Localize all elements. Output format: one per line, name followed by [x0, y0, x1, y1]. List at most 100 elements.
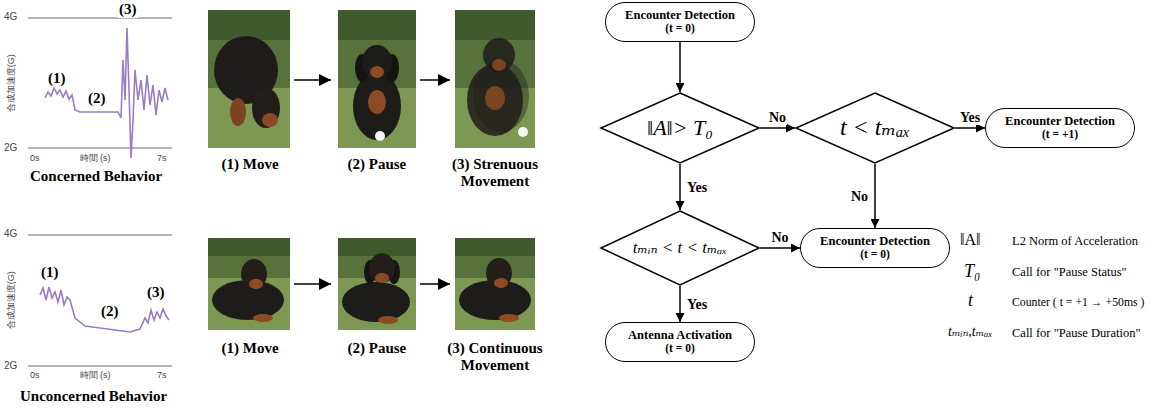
dog-muzzle [492, 59, 506, 71]
panel-title: Unconcerned Behavior [20, 388, 167, 405]
photo-ground [208, 238, 290, 330]
dog-photo [455, 10, 535, 148]
photo-caption: (1) Move [222, 156, 279, 173]
dog-photo [208, 238, 290, 330]
edge-label: Yes [686, 180, 708, 195]
dog-muzzle [494, 278, 508, 288]
grid-line [28, 234, 172, 236]
photo-ground [455, 238, 535, 330]
axis-title: 合成加速度(G) [6, 271, 16, 329]
ball [375, 131, 385, 141]
callout-number: (1) [48, 70, 66, 87]
callout-number: (1) [41, 264, 59, 281]
photo-caption: (3) Strenuous Movement [436, 156, 554, 191]
grid-line [28, 365, 172, 367]
node-title: t < tₘₐₓ [840, 114, 910, 142]
axis-title: 時間 (s) [80, 153, 111, 163]
photo-hedge [208, 10, 290, 40]
axis-label: 4G [4, 11, 17, 23]
dog-photo [338, 238, 416, 330]
dog-head [369, 253, 395, 283]
photo-hedge [338, 10, 416, 40]
axis-label: 0s [30, 370, 40, 380]
flow-arrow [874, 164, 876, 228]
grid-line [28, 147, 172, 149]
node-title: Encounter Detection [625, 8, 735, 22]
node-title: Encounter Detection [820, 234, 930, 248]
callout-number: (2) [101, 303, 119, 320]
dog-head [241, 259, 267, 289]
dog-paws [253, 314, 273, 322]
dog-paws [499, 314, 519, 322]
dog-head [486, 258, 512, 288]
diamond-shape [601, 93, 759, 163]
decision-diamond: ‖A‖> T₀ [600, 92, 760, 164]
grid-line [28, 17, 172, 19]
dog-body [342, 282, 410, 322]
photo-ground [208, 10, 290, 148]
flow-arrow [955, 127, 985, 129]
decision-diamond: tₘᵢₙ < t < tₘₐₓ [600, 210, 760, 286]
axis-label: 7s [157, 153, 167, 163]
edge-label: Yes [686, 297, 708, 312]
photo-grass [338, 278, 416, 330]
axis-title: 時間 (s) [80, 370, 111, 380]
edge-label: Yes [959, 110, 981, 125]
dog-head [362, 45, 392, 79]
photo-hedge [455, 10, 535, 40]
photo-ground [455, 10, 535, 148]
node-subtext: (t = 0) [625, 23, 735, 36]
axis-label: 7s [157, 370, 167, 380]
definition-text: L2 Norm of Acceleration [1012, 234, 1138, 248]
dog-photo [338, 10, 416, 148]
dog-muzzle [370, 66, 384, 78]
terminal-box: Encounter Detection(t = 0) [605, 2, 755, 42]
sequence-arrow [294, 79, 331, 81]
dog-muzzle [262, 113, 278, 127]
definition-text: Call for "Pause Duration" [1012, 326, 1141, 340]
definition-text: Call for "Pause Status" [1012, 265, 1127, 279]
dog-body [467, 64, 523, 136]
sequence-arrow [420, 79, 450, 81]
callout-number: (3) [118, 1, 138, 18]
flow-arrow [679, 164, 681, 210]
dog-chest [485, 86, 505, 110]
photo-caption: (3) Continuous Movement [436, 340, 554, 375]
node-subtext: (t = 0) [628, 343, 732, 356]
node-subtext: (t = +1) [1005, 129, 1115, 142]
edge-label: No [771, 230, 790, 245]
symbol: T₀ [964, 261, 980, 282]
flow-arrow [679, 286, 681, 322]
photo-caption: (2) Pause [348, 340, 407, 357]
axis-label: 2G [4, 142, 17, 154]
axis-title: 合成加速度(G) [6, 54, 16, 112]
panel-title: Concerned Behavior [30, 168, 162, 185]
symbol: ‖A‖ [960, 231, 981, 249]
node-title: tₘᵢₙ < t < tₘₐₓ [633, 238, 727, 258]
terminal-box: Encounter Detection(t = 0) [800, 228, 950, 268]
flow-arrow [679, 42, 681, 92]
axis-label: 4G [4, 228, 17, 240]
sequence-arrow [294, 283, 331, 285]
edge-label: No [768, 110, 787, 125]
node-subtext: (t = 0) [820, 249, 930, 262]
edge-label: No [850, 189, 869, 204]
dog-leg [230, 98, 246, 126]
node-title: Antenna Activation [628, 328, 732, 342]
photo-hedge [455, 238, 535, 256]
photo-caption: (2) Pause [348, 156, 407, 173]
dog-head [252, 88, 280, 128]
dog-paws [378, 316, 398, 324]
symbol: t [968, 290, 973, 311]
diamond-shape [796, 93, 954, 163]
diamond-shape [601, 211, 759, 285]
sequence-arrow [420, 283, 450, 285]
axis-label: 0s [30, 153, 40, 163]
dog-muzzle [375, 273, 389, 283]
dog-head [483, 38, 515, 72]
dog-body [353, 72, 401, 140]
dog-photo [455, 238, 535, 330]
node-title: ‖A‖> T₀ [647, 115, 713, 140]
